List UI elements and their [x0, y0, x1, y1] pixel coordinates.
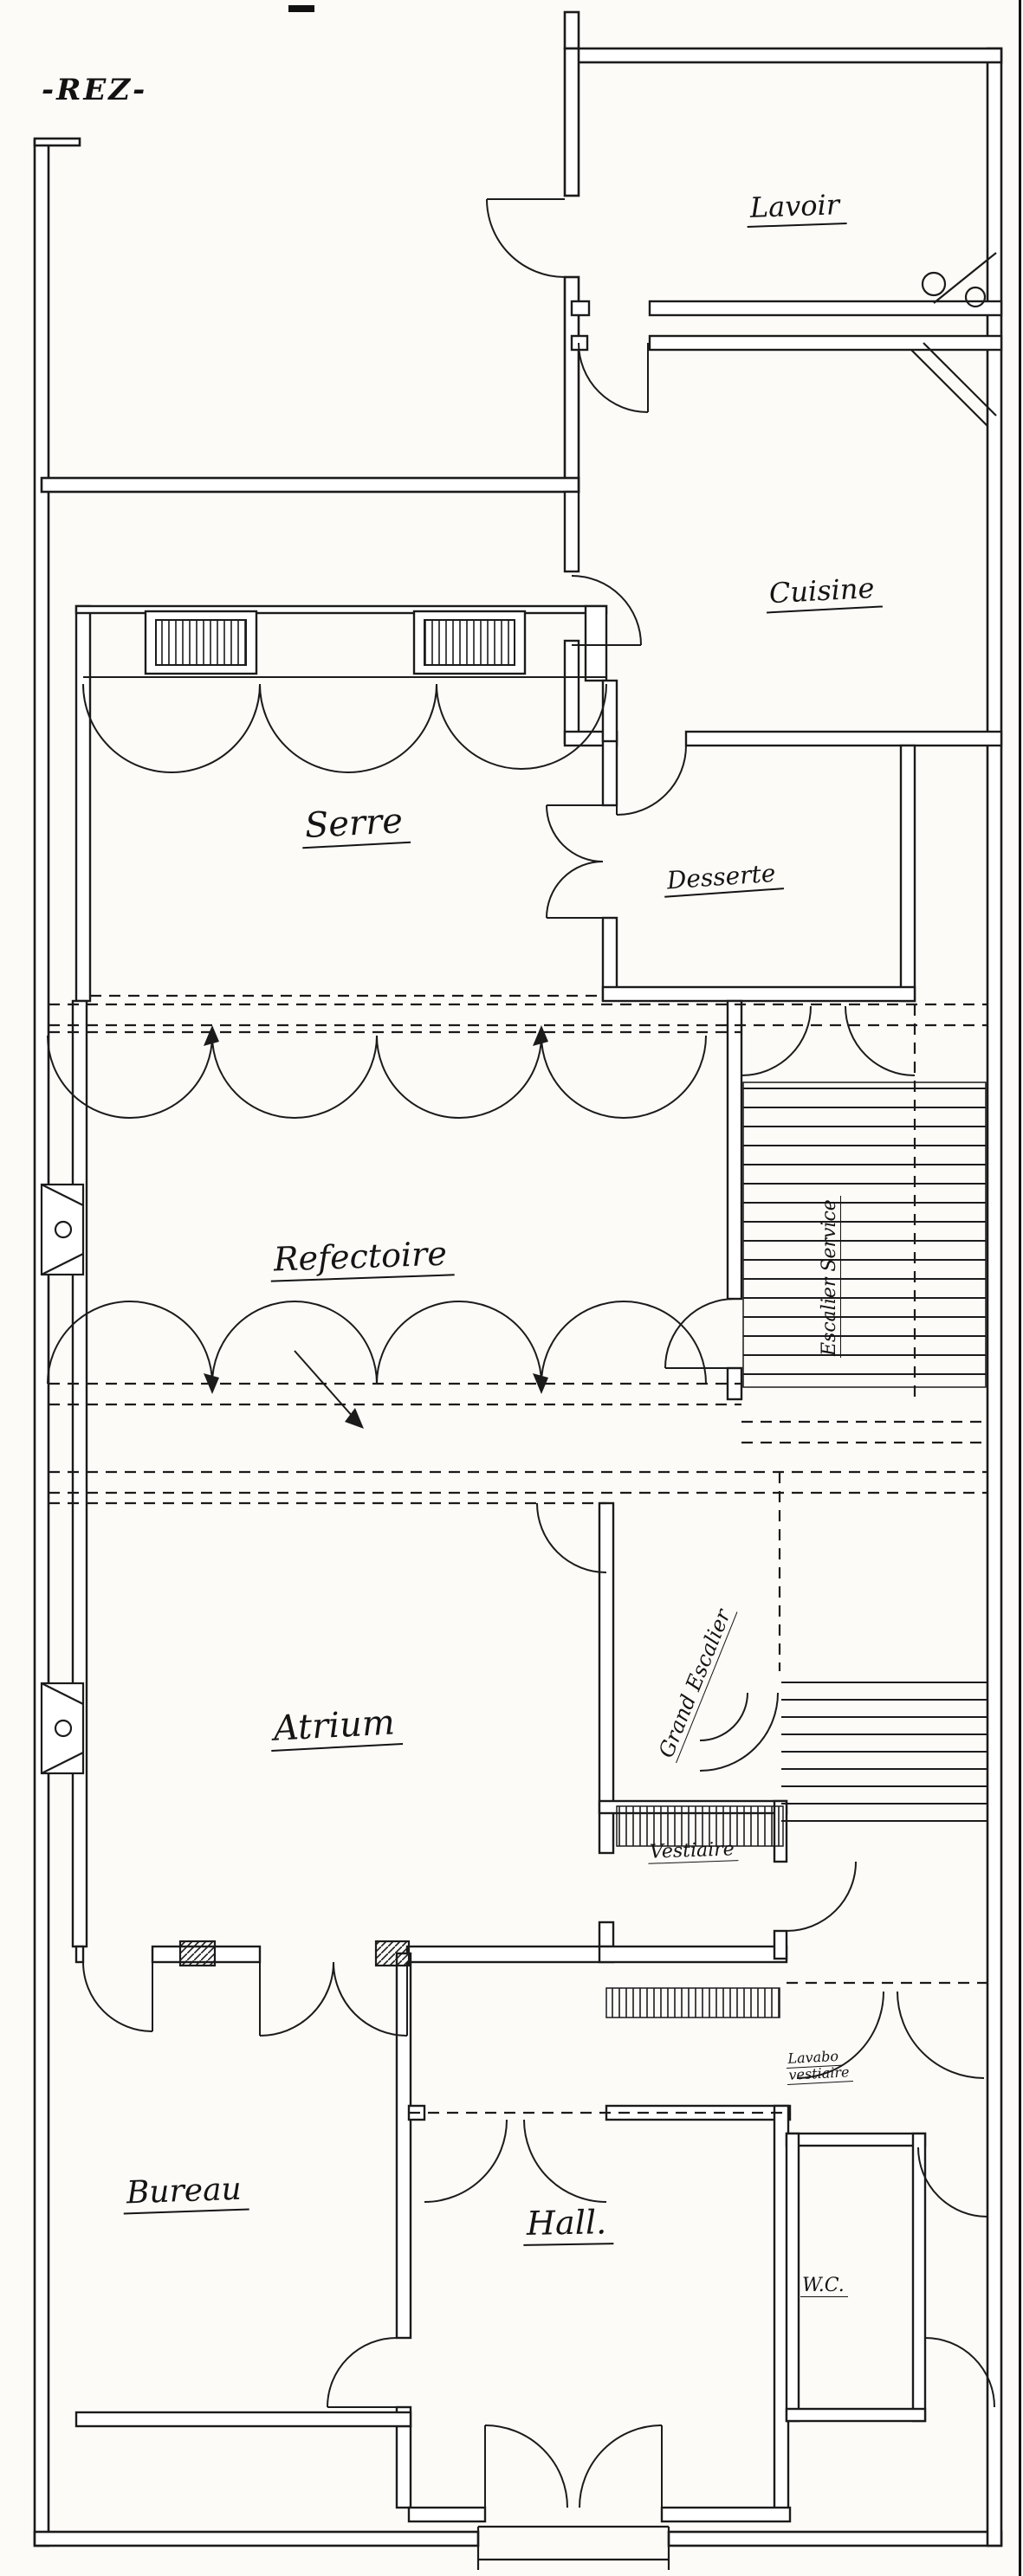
dashed-lines [49, 994, 987, 2114]
service-stair [742, 1081, 987, 1388]
room-label-bureau: Bureau [122, 2172, 249, 2215]
room-label-cuisine: Cuisine [765, 571, 883, 614]
room-label-lavabo-vestiaire: Lavabo vestiaire [786, 2048, 853, 2085]
plan-title: -REZ- [42, 73, 148, 107]
room-label-vestiaire: Vestiaire [647, 1838, 739, 1864]
room-label-hall: Hall. [522, 2203, 614, 2246]
room-label-atrium: Atrium [269, 1702, 404, 1752]
door-arcs [82, 198, 995, 2508]
refectoire-arcs [47, 1035, 707, 1426]
swing-arrowheads [204, 1025, 548, 1429]
room-label-wc: W.C. [800, 2276, 848, 2298]
fixtures [178, 252, 997, 2570]
fireplaces [40, 1183, 85, 1775]
room-label-refectoire: Refectoire [269, 1235, 455, 1282]
room-label-serre: Serre [300, 801, 411, 849]
grand-stair [616, 1673, 987, 1847]
room-label-escalier-service: Escalier Service [819, 1196, 842, 1358]
scan-page-edge [1019, 0, 1021, 2576]
room-label-lavoir: Lavoir [746, 188, 847, 228]
scan-speck [288, 5, 314, 12]
serre-glazing [82, 610, 607, 773]
